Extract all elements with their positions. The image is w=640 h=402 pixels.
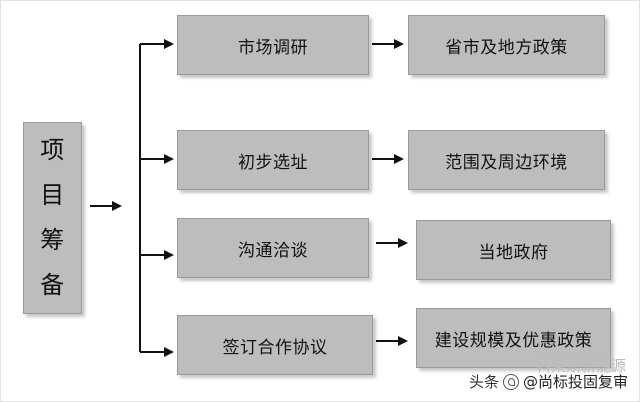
watermark-logo-icon: [502, 373, 519, 390]
root-node: 项 目 筹 备: [23, 122, 82, 314]
result-node-2: 范围及周边环境: [408, 130, 605, 190]
watermark-handle: @尚标投固复审: [522, 373, 628, 391]
root-char: 目: [40, 181, 65, 209]
root-char: 备: [40, 271, 65, 299]
result-label: 建设规模及优惠政策: [434, 330, 593, 351]
result-node-1: 省市及地方政策: [408, 15, 605, 75]
result-label: 当地政府: [478, 242, 549, 263]
result-label: 省市及地方政策: [445, 37, 568, 58]
watermark: 科莱斯新能源 头条 @尚标投固复审: [468, 357, 628, 392]
result-label: 范围及周边环境: [445, 152, 568, 173]
step-label: 市场调研: [238, 37, 308, 58]
step-node-3: 沟通洽谈: [177, 218, 369, 278]
step-node-2: 初步选址: [177, 130, 369, 190]
step-node-4: 签订合作协议: [177, 315, 373, 375]
result-node-4: 建设规模及优惠政策: [416, 308, 611, 368]
watermark-faded: 科莱斯新能源: [535, 357, 626, 375]
step-label: 沟通洽谈: [238, 240, 308, 261]
root-char: 项: [40, 136, 65, 164]
step-label: 签订合作协议: [222, 337, 328, 358]
step-label: 初步选址: [238, 152, 308, 173]
result-node-3: 当地政府: [416, 220, 611, 280]
step-node-1: 市场调研: [177, 15, 369, 75]
watermark-prefix: 头条: [468, 373, 499, 391]
root-char: 筹: [40, 226, 65, 254]
